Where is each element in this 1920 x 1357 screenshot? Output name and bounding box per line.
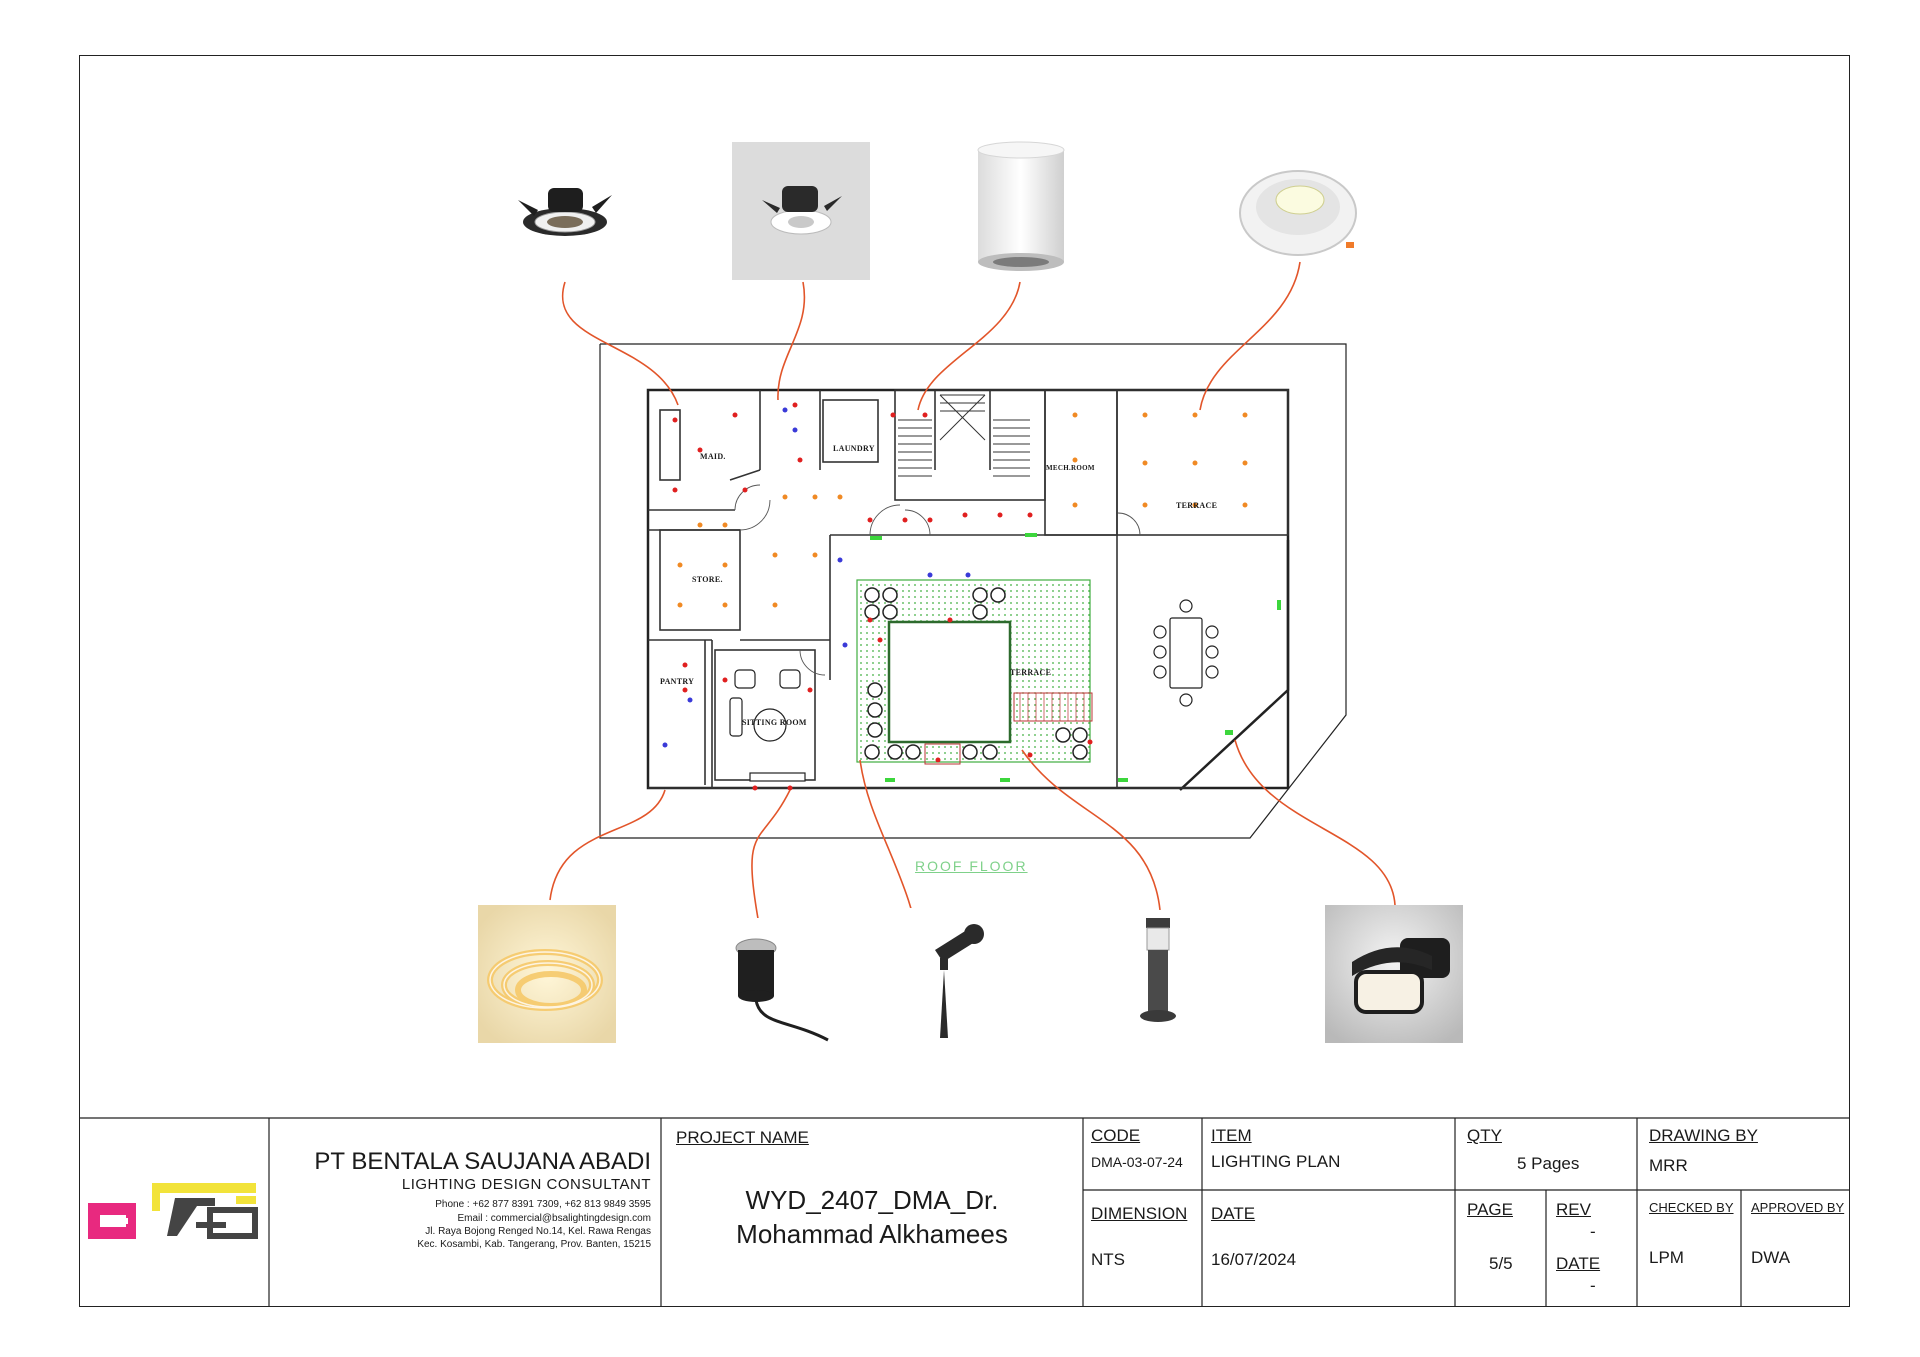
recessed-downlight-white-icon xyxy=(732,142,870,280)
company-address-1: Jl. Raya Bojong Renged No.14, Kel. Rawa … xyxy=(425,1226,651,1237)
leader-lines xyxy=(549,261,1396,971)
room-label-maid: MAID. xyxy=(700,452,726,461)
floor-label: ROOF FLOOR xyxy=(915,858,1028,874)
drawing-sheet xyxy=(79,55,1850,1307)
rev-value: - xyxy=(1590,1222,1596,1241)
date-value: 16/07/2024 xyxy=(1211,1250,1297,1269)
room-label-sitting-room: SITTING ROOM xyxy=(742,718,807,727)
drawing-by-value: MRR xyxy=(1649,1156,1688,1175)
cylinder-surface-downlight-icon xyxy=(975,141,1067,277)
room-label-store: STORE. xyxy=(692,575,723,584)
company-subtitle: LIGHTING DESIGN CONSULTANT xyxy=(401,1176,651,1193)
room-label-terrace-center: TERRACE xyxy=(1010,668,1052,677)
interior-walls xyxy=(648,389,1289,789)
furniture xyxy=(729,599,1219,782)
qty-label: QTY xyxy=(1467,1126,1502,1145)
door-swings xyxy=(734,484,1141,676)
stairs xyxy=(898,394,1030,477)
title-block-grid xyxy=(79,1117,1850,1307)
approved-by-value: DWA xyxy=(1751,1248,1791,1267)
project-name-label: PROJECT NAME xyxy=(676,1128,809,1147)
rev-label: REV xyxy=(1556,1200,1591,1219)
date-label: DATE xyxy=(1211,1204,1256,1223)
item-label: ITEM xyxy=(1211,1126,1252,1145)
plant-pots xyxy=(864,587,1088,760)
project-name-line2: Mohammad Alkhamees xyxy=(736,1219,1008,1249)
approved-by-label: APPROVED BY xyxy=(1751,1200,1845,1215)
company-info: PT BENTALA SAUJANA ABADI LIGHTING DESIGN… xyxy=(279,1148,651,1251)
spike-spotlight-icon xyxy=(900,908,995,1040)
qty-value: 5 Pages xyxy=(1517,1154,1580,1173)
bollard-light-icon xyxy=(1120,910,1200,1045)
room-label-mech-room: MECH.ROOM xyxy=(1046,464,1095,472)
rev-date-label: DATE xyxy=(1556,1254,1601,1273)
room-label-terrace-top: TERRACE xyxy=(1176,501,1218,510)
room-label-pantry: PANTRY xyxy=(660,677,695,686)
rev-date-value: - xyxy=(1590,1276,1596,1295)
project-name-line1: WYD_2407_DMA_Dr. xyxy=(745,1185,999,1215)
company-address-2: Kec. Kosambi, Kab. Tangerang, Prov. Bant… xyxy=(417,1239,651,1250)
checked-by-label: CHECKED BY xyxy=(1649,1200,1734,1215)
room-label-laundry: LAUNDRY xyxy=(833,444,875,453)
dimension-label: DIMENSION xyxy=(1091,1204,1188,1223)
code-label: CODE xyxy=(1091,1126,1141,1145)
checked-by-value: LPM xyxy=(1649,1248,1684,1267)
inground-uplight-icon xyxy=(722,918,830,1046)
code-value: DMA-03-07-24 xyxy=(1091,1154,1183,1170)
company-name: PT BENTALA SAUJANA ABADI xyxy=(314,1148,651,1175)
site-boundary xyxy=(599,343,1347,839)
page-label: PAGE xyxy=(1467,1200,1513,1219)
downlight-points xyxy=(662,402,1248,791)
company-email: Email : commercial@bsalightingdesign.com xyxy=(457,1213,651,1224)
title-block: PT BENTALA SAUJANA ABADI LIGHTING DESIGN… xyxy=(79,1118,1850,1307)
project-name: WYD_2407_DMA_Dr. Mohammad Alkhamees xyxy=(661,1183,1083,1251)
wall-light-icon xyxy=(1325,905,1463,1043)
round-led-downlight-icon xyxy=(1228,160,1368,260)
drawing-by-label: DRAWING BY xyxy=(1649,1126,1758,1145)
wall-fixtures xyxy=(870,533,1281,782)
adjustable-downlight-black-icon xyxy=(497,142,632,277)
item-value: LIGHTING PLAN xyxy=(1211,1152,1341,1171)
dimension-value: NTS xyxy=(1091,1250,1125,1269)
page-value: 5/5 xyxy=(1489,1254,1513,1273)
led-strip-icon xyxy=(478,905,616,1043)
company-phone: Phone : +62 877 8391 7309, +62 813 9849 … xyxy=(435,1199,651,1210)
company-logo xyxy=(88,1183,258,1239)
